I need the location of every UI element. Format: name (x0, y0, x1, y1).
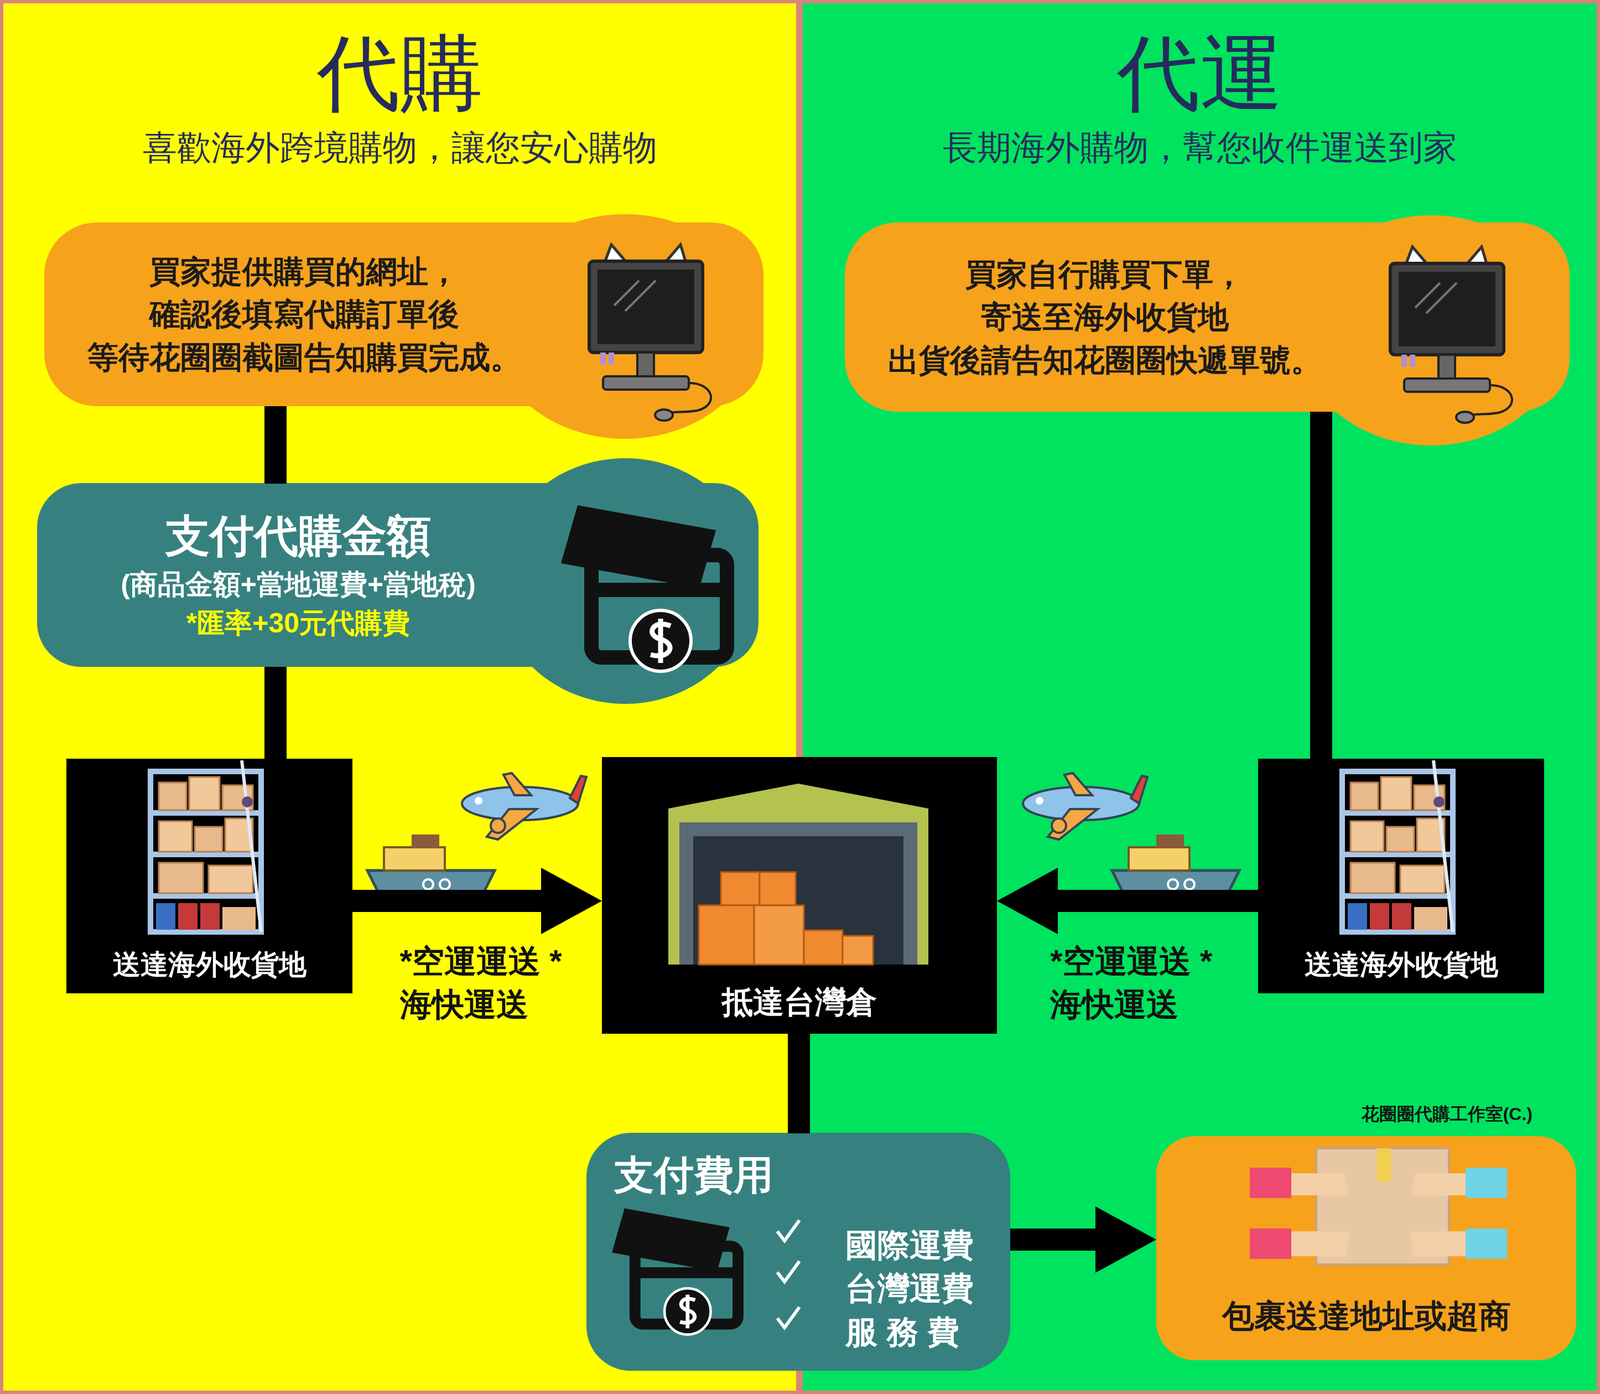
node-text: (商品金額+當地運費+當地稅) (59, 564, 538, 604)
node-heading: 送達海外收貨地 (112, 946, 307, 984)
node-text: 喜歡海外跨境購物，讓您安心購物 (142, 125, 658, 171)
node-heading: 抵達台灣倉 (721, 981, 877, 1024)
flow-connector (996, 867, 1259, 934)
flow-connector (1321, 411, 1322, 760)
node-heading: 代運 (1117, 25, 1283, 122)
node-heading: 支付費用 (614, 1149, 989, 1202)
edge-label: *空運運送 *海快運送 (1050, 939, 1228, 1027)
flow-connector (275, 666, 277, 760)
node-text: 台灣運費 (845, 1266, 989, 1311)
node-heading: 買家自行購買下單， 寄送至海外收貨地 出貨後請告知花圈圈快遞單號。 (861, 252, 1349, 382)
node-heading: 代購 (317, 25, 483, 122)
flow-connector (275, 406, 277, 484)
node-text: 服 務 費 (845, 1310, 989, 1354)
edge-label: *空運運送 *海快運送 (400, 939, 578, 1027)
node-text: *匯率+30元代購費 (59, 603, 538, 643)
flow-connector (1010, 1206, 1157, 1273)
node-heading: 買家提供購買的網址， 確認後填寫代購訂單後 等待花圈圈截圖告知購買完成。 (66, 250, 543, 379)
node-heading: 送達海外收貨地 (1304, 946, 1499, 984)
node-text: 長期海外購物，幫您收件運送到家 (942, 125, 1458, 171)
flow-connector (798, 1033, 800, 1134)
node-text: 國際運費 (845, 1223, 989, 1267)
node-heading: 支付代購金額 (59, 507, 538, 565)
credit-note: 花圈圈代購工作室(C.) (1361, 1102, 1533, 1127)
node-heading: 包裹送達地址或超商 (1222, 1294, 1511, 1338)
flow-connector (352, 867, 602, 934)
